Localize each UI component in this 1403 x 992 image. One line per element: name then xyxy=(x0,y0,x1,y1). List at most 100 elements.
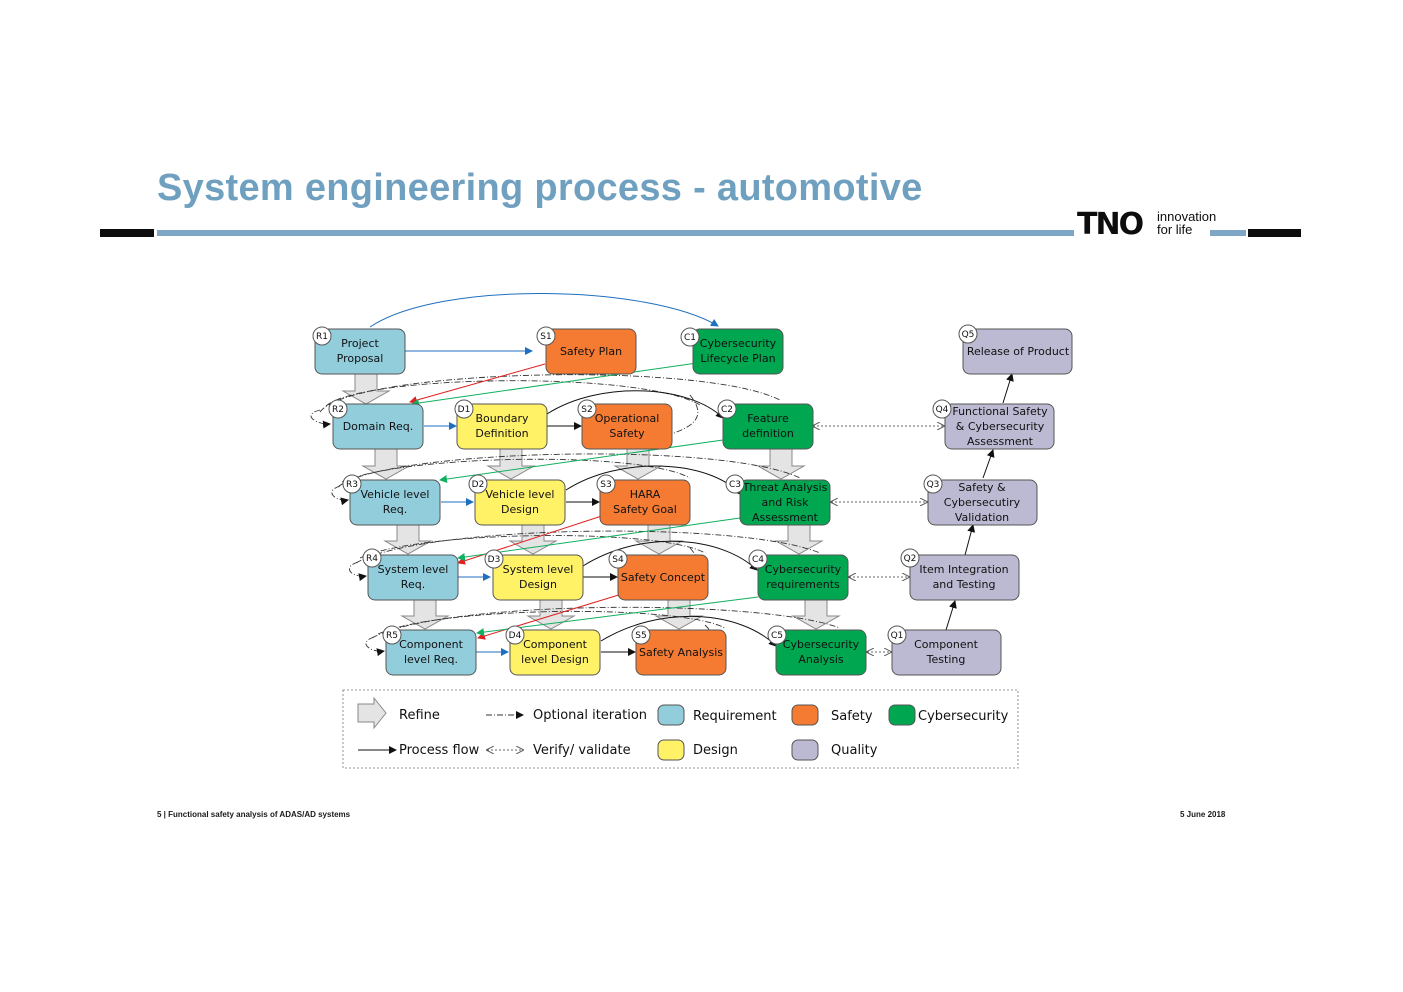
node-c3-line3: Assessment xyxy=(752,511,819,524)
node-d1-id: D1 xyxy=(458,405,471,415)
node-r1: Project Proposal R1 xyxy=(312,326,406,375)
node-c1-id: C1 xyxy=(684,333,696,343)
node-c4-line1: Cybersecurity xyxy=(765,563,842,576)
node-r3-line2: Req. xyxy=(383,503,407,516)
refine-arrow xyxy=(361,448,411,480)
header-rule-right-blue xyxy=(1210,230,1246,236)
nodes: Project Proposal R1 Safety Plan S1 Cyber… xyxy=(312,324,1073,676)
node-q2: Item Integration and Testing Q2 xyxy=(900,548,1020,601)
node-s1-id: S1 xyxy=(540,332,551,342)
header-rule-left xyxy=(100,229,154,237)
node-r5-line1: Component xyxy=(399,638,464,651)
node-d1-line1: Boundary xyxy=(476,412,529,425)
legend-refine-icon xyxy=(357,696,387,730)
legend-verify-validate: Verify/ validate xyxy=(533,743,631,758)
node-c2-id: C2 xyxy=(721,405,733,415)
node-d3: System level Design D3 xyxy=(484,549,584,601)
node-d1-line2: Definition xyxy=(475,427,528,440)
node-d2-line2: Design xyxy=(501,503,539,516)
refine-arrow xyxy=(486,448,536,480)
node-c1: Cybersecurity Lifecycle Plan C1 xyxy=(680,327,784,375)
node-q5-id: Q5 xyxy=(962,330,975,340)
node-q4-line2: & Cybersecurity xyxy=(956,420,1045,433)
refine-arrow xyxy=(613,448,663,480)
node-c4-id: C4 xyxy=(752,555,764,565)
blue-flow-arrows xyxy=(369,293,719,656)
legend-safety: Safety xyxy=(831,709,873,724)
node-s3-id: S3 xyxy=(600,480,611,490)
refine-arrow xyxy=(526,598,576,630)
node-q5-line1: Release of Product xyxy=(967,345,1070,358)
refine-arrow xyxy=(756,448,806,480)
node-c1-line1: Cybersecurity xyxy=(700,337,777,350)
header-rule-right xyxy=(1248,229,1301,237)
legend-quality-swatch xyxy=(791,739,819,761)
refine-arrow xyxy=(634,523,684,555)
node-r4-line2: Req. xyxy=(401,578,425,591)
node-c2: Feature definition C2 xyxy=(717,399,814,450)
logo-tagline-1: innovation xyxy=(1157,209,1217,224)
node-q4-id: Q4 xyxy=(936,405,949,415)
node-r4-line1: System level xyxy=(378,563,449,576)
node-q3-line1: Safety & xyxy=(958,481,1006,494)
legend-quality: Quality xyxy=(831,743,878,758)
node-r5: Component level Req. R5 xyxy=(382,625,477,676)
node-s4: Safety Concept S4 xyxy=(608,549,709,601)
node-q3-line2: Cybersecutiry xyxy=(944,496,1021,509)
node-q3-id: Q3 xyxy=(927,480,940,490)
node-c3-line2: and Risk xyxy=(762,496,810,509)
node-c5-id: C5 xyxy=(771,631,783,641)
node-c3-line1: Threat Analysis xyxy=(742,481,828,494)
legend-requirement-swatch xyxy=(657,704,685,726)
node-q1-id: Q1 xyxy=(891,631,904,641)
header-rule xyxy=(157,230,1074,236)
node-c5-line1: Cybersecurity xyxy=(783,638,860,651)
legend-cybersecurity: Cybersecurity xyxy=(918,709,1009,724)
refine-arrow xyxy=(654,598,704,630)
legend-safety-swatch xyxy=(791,704,819,726)
node-q4-line1: Functional Safety xyxy=(952,405,1048,418)
node-s2-id: S2 xyxy=(581,405,592,415)
node-s2-line1: Operational xyxy=(595,412,660,425)
node-d4-line1: Component xyxy=(523,638,588,651)
node-s4-line1: Safety Concept xyxy=(621,571,706,584)
node-s4-id: S4 xyxy=(612,555,624,565)
node-c5: Cybersecurity Analysis C5 xyxy=(767,625,867,676)
node-d1: Boundary Definition D1 xyxy=(454,399,548,450)
node-r2-id: R2 xyxy=(332,405,344,415)
page-title: System engineering process - automotive xyxy=(157,167,923,209)
node-q2-line2: and Testing xyxy=(933,578,996,591)
legend-optional-iteration: Optional iteration xyxy=(533,708,647,723)
node-c2-line2: definition xyxy=(742,427,794,440)
node-q1-line2: Testing xyxy=(926,653,966,666)
node-q4-line3: Assessment xyxy=(967,435,1034,448)
node-c2-line1: Feature xyxy=(747,412,789,425)
node-d2: Vehicle level Design D2 xyxy=(468,474,566,526)
legend-design-swatch xyxy=(657,739,685,761)
node-c5-line2: Analysis xyxy=(798,653,844,666)
node-c4-line2: requirements xyxy=(766,578,840,591)
cybersecurity-links xyxy=(411,362,759,637)
logo-tagline: innovation for life xyxy=(1157,210,1237,236)
verify-validate-links xyxy=(813,426,944,652)
node-d4: Component level Design D4 xyxy=(505,625,601,676)
node-r3-id: R3 xyxy=(346,480,358,490)
legend: Refine Optional iteration Requirement Sa… xyxy=(342,689,1019,769)
node-c3: Threat Analysis and Risk Assessment C3 xyxy=(725,474,831,526)
refine-arrow xyxy=(791,598,841,630)
refine-arrow xyxy=(341,373,391,405)
node-c4: Cybersecurity requirements C4 xyxy=(748,549,849,601)
node-r2-line1: Domain Req. xyxy=(343,420,414,433)
node-r2: Domain Req. R2 xyxy=(328,399,424,450)
refine-arrow xyxy=(774,523,824,555)
legend-refine: Refine xyxy=(399,708,440,723)
node-s3-line2: Safety Goal xyxy=(613,503,677,516)
legend-process-flow: Process flow xyxy=(399,743,480,758)
node-d3-id: D3 xyxy=(488,555,501,565)
node-r4-id: R4 xyxy=(366,554,378,564)
node-r4: System level Req. R4 xyxy=(362,548,459,601)
node-s3: HARA Safety Goal S3 xyxy=(596,474,691,526)
node-r1-id: R1 xyxy=(316,332,328,342)
node-d2-line1: Vehicle level xyxy=(486,488,555,501)
